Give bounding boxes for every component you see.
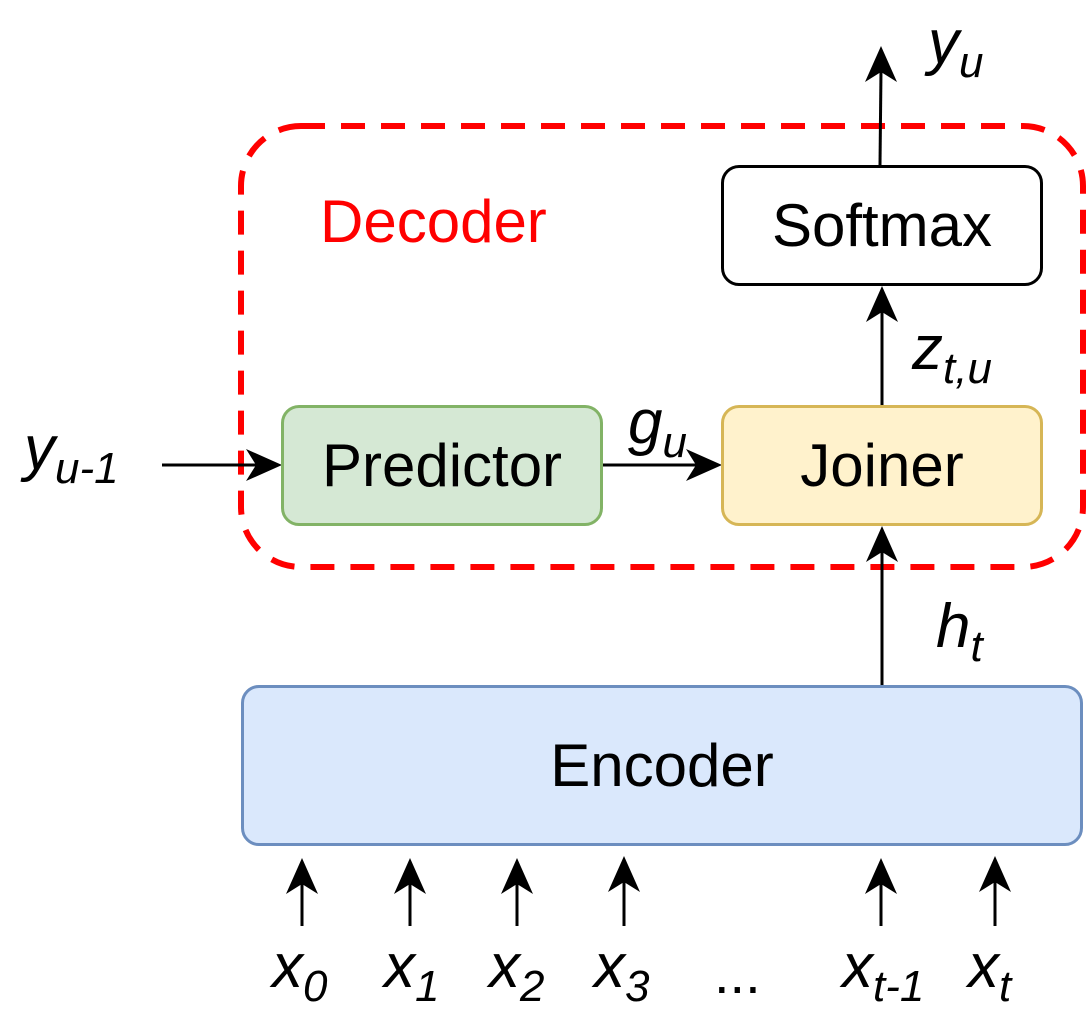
previous-label-input-y-u-1: yu-1 — [24, 414, 119, 493]
softmax-label: Softmax — [771, 192, 993, 259]
arrow-x3 — [608, 856, 640, 926]
joiner-label: Joiner — [800, 432, 964, 499]
arrow-encoder-to-joiner — [866, 526, 898, 685]
output-label-y-u: yu — [928, 8, 984, 87]
input-label-x3: x3 — [594, 932, 650, 1011]
arrow-x0 — [286, 858, 318, 926]
decoder-title: Decoder — [320, 188, 547, 255]
arrow-input-to-predictor — [162, 449, 282, 481]
arrow-softmax-to-output — [865, 46, 897, 166]
input-label-xt-1: xt-1 — [842, 932, 925, 1011]
input-label-xt: xt — [968, 932, 1012, 1011]
encoder-block: Encoder — [241, 685, 1083, 846]
arrow-x2 — [501, 858, 533, 926]
arrow-xt — [979, 856, 1011, 926]
decoder-boundary — [238, 123, 1086, 570]
arrow-xt-1 — [865, 858, 897, 926]
softmax-block: Softmax — [721, 165, 1043, 286]
encoder-label: Encoder — [550, 732, 774, 799]
joiner-block: Joiner — [721, 405, 1043, 526]
input-label-x1: x1 — [384, 932, 440, 1011]
encoder-output-label-h-t: ht — [936, 592, 983, 671]
arrow-joiner-to-softmax — [866, 286, 898, 405]
input-label-x2: x2 — [489, 932, 545, 1011]
predictor-output-label-g-u: gu — [628, 388, 687, 467]
predictor-block: Predictor — [281, 405, 603, 526]
input-label-x0: x0 — [272, 932, 328, 1011]
predictor-label: Predictor — [321, 432, 563, 499]
joiner-output-label-z-tu: zt,u — [912, 314, 992, 393]
input-ellipsis: ... — [714, 942, 761, 1005]
arrow-x1 — [394, 858, 426, 926]
arrow-predictor-to-joiner — [603, 449, 722, 481]
